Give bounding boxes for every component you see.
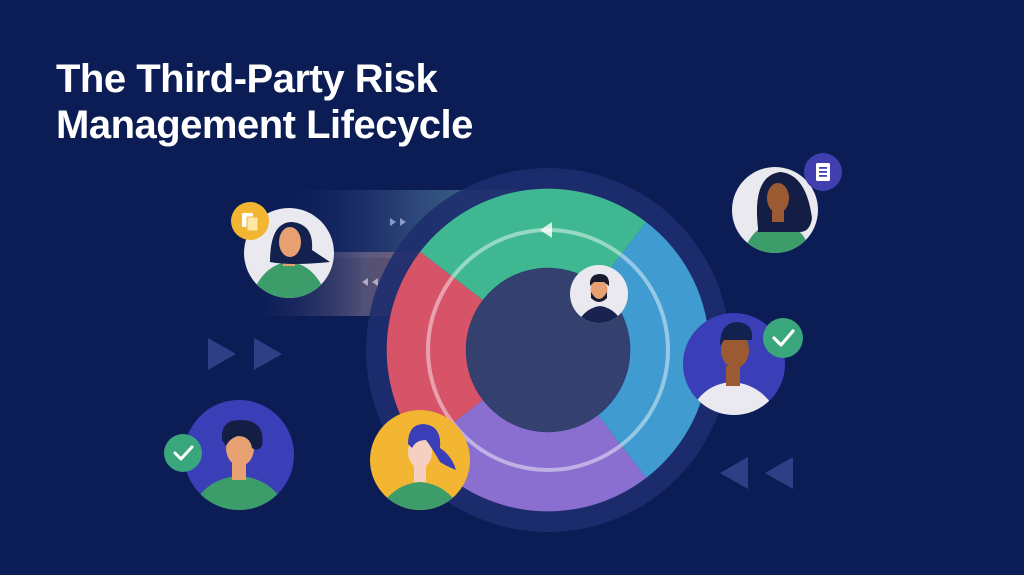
check-badge-left xyxy=(164,434,202,472)
document-icon xyxy=(242,213,259,232)
avatar-woman-left xyxy=(244,208,334,298)
segment-red xyxy=(386,251,483,449)
document-badge-yellow xyxy=(231,202,269,240)
check-badge-right xyxy=(763,318,803,358)
cycle-arrow-icon xyxy=(540,222,552,238)
avatar-man-curly xyxy=(184,400,294,510)
page-title: The Third-Party Risk Management Lifecycl… xyxy=(56,56,473,148)
beam-bottom-arrows-icon xyxy=(362,278,378,286)
title-line-2: Management Lifecycle xyxy=(56,103,473,147)
avatar-woman-right xyxy=(732,167,818,253)
beam-top-arrows-icon xyxy=(390,218,406,226)
avatar-man-bearded xyxy=(570,265,628,323)
segment-purple xyxy=(420,400,647,512)
left-chevrons-icon xyxy=(720,457,793,489)
right-chevrons-icon xyxy=(208,338,282,370)
document-icon xyxy=(816,163,830,181)
avatar-man-right xyxy=(683,313,785,415)
avatar-woman-bottom xyxy=(370,410,470,510)
title-line-1: The Third-Party Risk xyxy=(56,57,438,101)
check-icon xyxy=(173,445,194,461)
check-icon xyxy=(772,329,795,347)
document-badge-purple xyxy=(804,153,842,191)
